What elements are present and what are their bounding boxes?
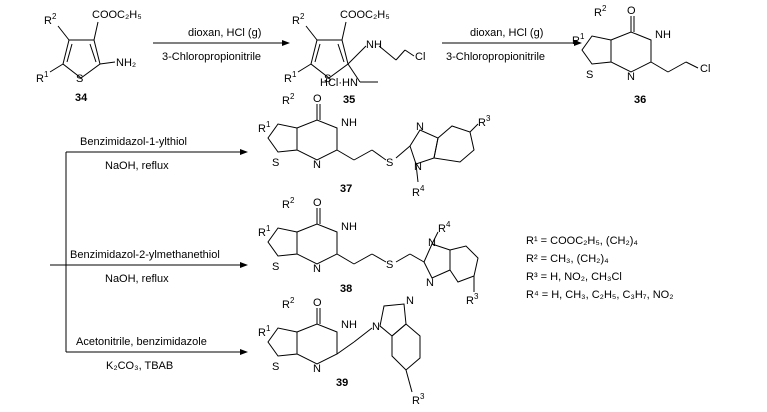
compound-37: O NH N S S N N R3 R4 R2 R1 37	[258, 92, 491, 199]
nh-group: NH	[341, 117, 357, 129]
legend-r1: R¹ = COOC₂H₅, (CH₂)₄	[526, 235, 638, 247]
compound-35: S COOC₂H₅ NH HCl·HN Cl R2 R1 35	[284, 9, 425, 106]
r1-label: R1	[284, 70, 297, 85]
compound-number-39: 39	[336, 377, 348, 389]
r2-label: R2	[594, 4, 607, 19]
imidazole-nitrogen: N	[416, 121, 424, 133]
substituent-legend: R¹ = COOC₂H₅, (CH₂)₄ R² = CH₃, (CH₂)₄ R³…	[526, 235, 673, 301]
compound-number-36: 36	[634, 94, 646, 106]
sulfur-atom: S	[272, 157, 279, 169]
step1-conditions-bottom: 3-Chloropropionitrile	[162, 51, 261, 63]
r1-label: R1	[258, 324, 271, 339]
imidazole-nitrogen-r4: N	[428, 237, 436, 249]
nh-group: NH	[341, 221, 357, 233]
nh-group: NH	[341, 319, 357, 331]
compound-number-35: 35	[343, 94, 355, 106]
reaction-arrow-1: dioxan, HCl (g) 3-Chloropropionitrile	[153, 27, 290, 63]
oxygen-atom: O	[627, 5, 636, 17]
compound-number-38: 38	[340, 283, 352, 295]
sulfur-atom: S	[272, 261, 279, 273]
compound-34: S COOC₂H₅ NH₂ R2 R1 34	[36, 9, 142, 104]
ester-group: COOC₂H₅	[340, 9, 390, 21]
imidazole-nitrogen-2: N	[406, 295, 414, 307]
legend-r3: R³ = H, NO₂, CH₃Cl	[526, 271, 622, 283]
r3-label: R3	[466, 292, 479, 307]
r2-label: R2	[282, 92, 295, 107]
sulfur-atom: S	[76, 73, 83, 85]
r2-label: R2	[44, 12, 57, 27]
nitrogen-atom: N	[627, 71, 635, 83]
reaction-38-conditions: NaOH, reflux	[105, 273, 169, 285]
step2-conditions-bottom: 3-Chloropropionitrile	[446, 51, 545, 63]
nh-group: NH	[655, 29, 671, 41]
r4-label: R4	[438, 220, 451, 235]
compound-number-34: 34	[75, 92, 88, 104]
compound-36: O NH N S Cl R2 R1 36	[572, 4, 710, 106]
imidazole-nitrogen-r4: N	[414, 161, 422, 173]
imidazole-nitrogen: N	[426, 277, 434, 289]
oxygen-atom: O	[313, 197, 322, 209]
r2-label: R2	[292, 12, 305, 27]
r3-label: R3	[412, 392, 425, 407]
chlorine-atom: Cl	[415, 51, 425, 63]
oxygen-atom: O	[313, 93, 322, 105]
legend-r4: R⁴ = H, CH₃, C₂H₅, C₃H₇, NO₂	[526, 289, 673, 301]
nh-group: NH	[366, 39, 382, 51]
oxygen-atom: O	[313, 297, 322, 309]
step2-conditions-top: dioxan, HCl (g)	[470, 27, 543, 39]
sulfur-atom: S	[272, 361, 279, 373]
reaction-39-conditions: K₂CO₃, TBAB	[106, 360, 173, 372]
r4-label: R4	[412, 184, 425, 199]
r3-label: R3	[478, 114, 491, 129]
r1-label: R1	[258, 120, 271, 135]
reaction-37-conditions: NaOH, reflux	[105, 160, 169, 172]
legend-r2: R² = CH₃, (CH₂)₄	[526, 253, 609, 265]
thioether-sulfur: S	[386, 157, 393, 169]
r2-label: R2	[282, 296, 295, 311]
r1-label: R1	[572, 32, 585, 47]
nitrogen-atom: N	[313, 363, 321, 375]
imidazole-nitrogen: N	[372, 321, 380, 333]
sulfur-atom: S	[586, 69, 593, 81]
nitrogen-atom: N	[313, 159, 321, 171]
ester-group: COOC₂H₅	[92, 9, 142, 21]
amino-group: NH₂	[116, 57, 136, 69]
compound-38: O NH N S S N N R4 R3 R2 R1 38	[258, 196, 479, 307]
branch-arrows: Benzimidazol-1-ylthiol NaOH, reflux Benz…	[50, 136, 248, 372]
r2-label: R2	[282, 196, 295, 211]
reaction-39-reagent: Acetonitrile, benzimidazole	[76, 336, 207, 348]
step1-conditions-top: dioxan, HCl (g)	[188, 27, 261, 39]
chlorine-atom: Cl	[700, 63, 710, 75]
reaction-arrow-2: dioxan, HCl (g) 3-Chloropropionitrile	[442, 27, 582, 63]
thioether-sulfur: S	[386, 259, 393, 271]
nitrogen-atom: N	[313, 263, 321, 275]
compound-39: O NH N S N N R3 R2 R1 39	[258, 295, 425, 407]
reaction-37-reagent: Benzimidazol-1-ylthiol	[80, 136, 187, 148]
compound-number-37: 37	[340, 183, 352, 195]
hcl-imine-group: HCl·HN	[320, 77, 358, 89]
r1-label: R1	[36, 70, 49, 85]
reaction-38-reagent: Benzimidazol-2-ylmethanethiol	[70, 249, 220, 261]
sulfur-atom: S	[324, 73, 331, 85]
r1-label: R1	[258, 224, 271, 239]
